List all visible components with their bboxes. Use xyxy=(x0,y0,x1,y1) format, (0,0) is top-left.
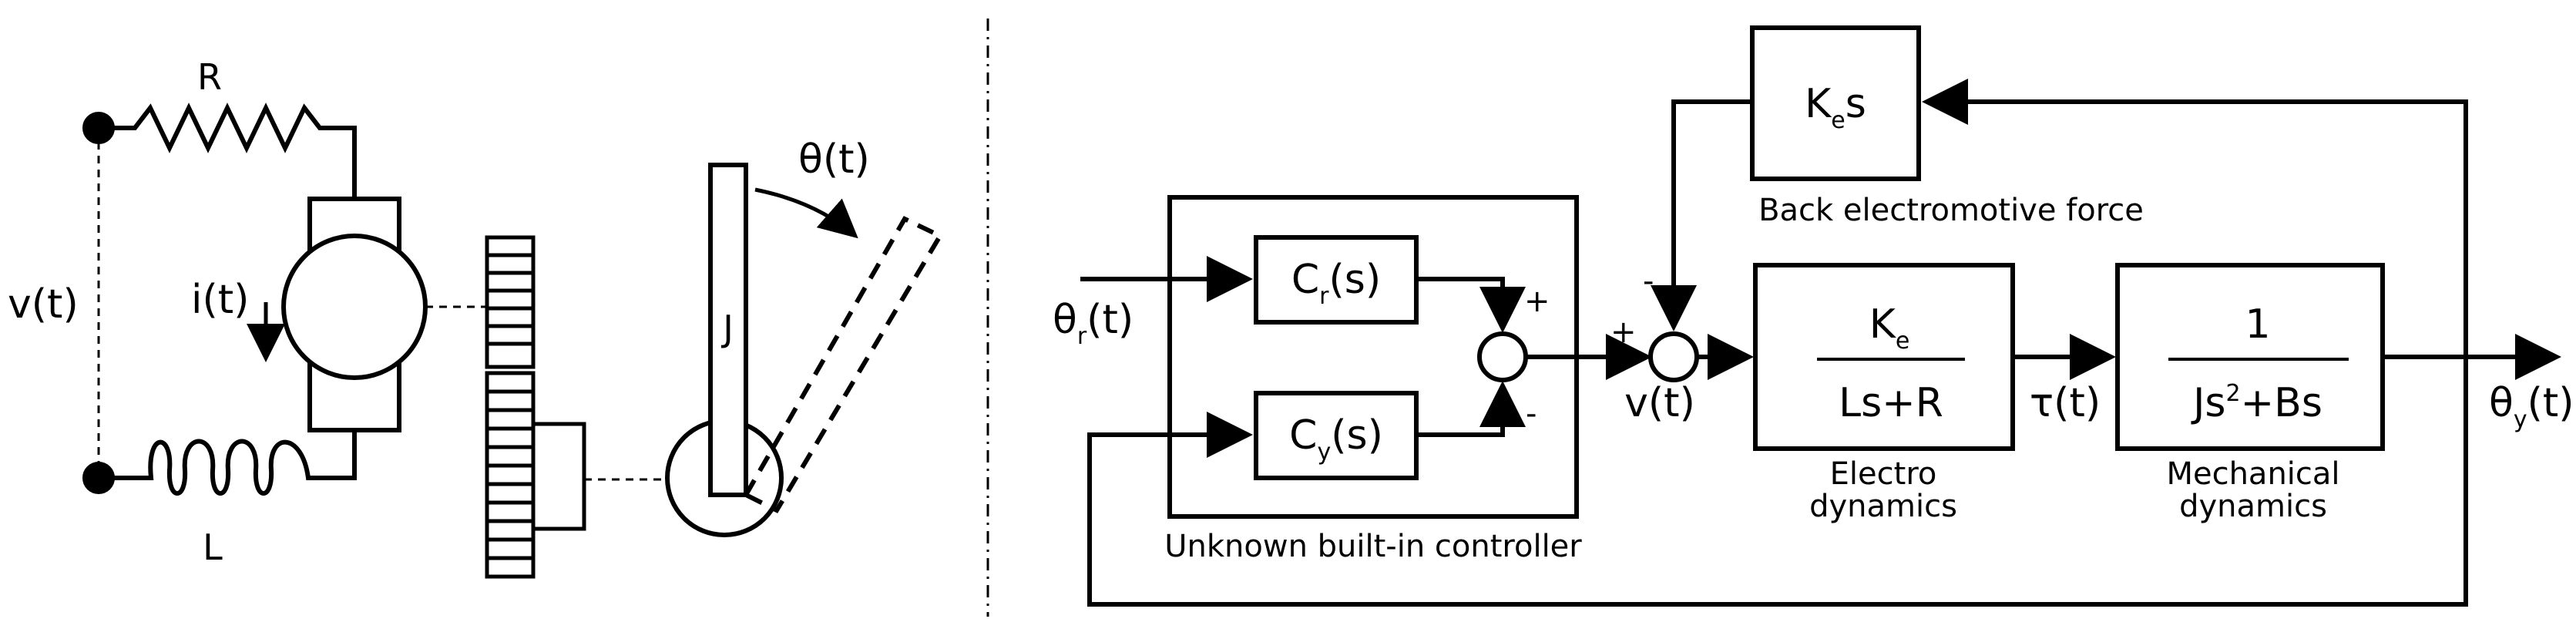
torque-label: τ(t) xyxy=(2030,380,2101,426)
back-emf-block-label: Kes xyxy=(1805,81,1866,134)
inertia-label: J xyxy=(720,308,734,349)
sum2-minus-sign: - xyxy=(1643,264,1654,299)
resistor-label: R xyxy=(197,56,222,98)
sum2-plus-sign: + xyxy=(1610,314,1637,350)
output-signal-label: θy(t) xyxy=(2489,380,2574,433)
back-emf-caption: Back electromotive force xyxy=(1758,193,2144,228)
inductor-symbol xyxy=(99,430,357,496)
inductor-label: L xyxy=(203,526,223,568)
backemf-feedback-arrow xyxy=(1922,79,2468,357)
cy-to-sum1 xyxy=(1416,381,1526,437)
angle-label: θ(t) xyxy=(798,136,870,183)
electro-numerator: Ke xyxy=(1869,301,1910,355)
gear-upper xyxy=(485,235,536,369)
svg-text:θr(t): θr(t) xyxy=(1053,297,1134,350)
block-diagram xyxy=(1080,25,2561,607)
v-signal-label: v(t) xyxy=(1624,380,1695,426)
mech-caption-line2: dynamics xyxy=(2179,489,2327,524)
mech-numerator: 1 xyxy=(2245,301,2270,348)
angle-arrow xyxy=(754,187,858,239)
voltage-label: v(t) xyxy=(8,281,79,328)
gear-lower xyxy=(485,371,586,579)
electro-caption-line1: Electro xyxy=(1830,456,1937,492)
back-emf-block xyxy=(1750,25,1921,181)
cr-to-sum1 xyxy=(1416,277,1526,333)
outer-feedback-arrow xyxy=(1087,357,2468,607)
controller-caption: Unknown built-in controller xyxy=(1164,529,1582,564)
motor-armature xyxy=(281,234,428,380)
electro-caption-line2: dynamics xyxy=(1809,489,1957,524)
sum1-plus-sign: + xyxy=(1524,284,1550,319)
motor-circuit xyxy=(82,103,944,579)
cy-block-label: Cy(s) xyxy=(1289,412,1383,466)
sum-junction-backemf xyxy=(1648,331,1699,382)
input-signal-label: θr(t) xyxy=(1053,297,1134,350)
current-label: i(t) xyxy=(191,277,249,323)
sum-junction-controller xyxy=(1477,331,1528,382)
sum1-minus-sign: - xyxy=(1526,396,1537,432)
load-bar xyxy=(708,163,748,497)
electro-denominator: Ls+R xyxy=(1839,380,1943,426)
mech-caption-line1: Mechanical xyxy=(2166,456,2339,492)
cr-block-label: Cr(s) xyxy=(1291,257,1381,310)
mech-denominator: Js2+Bs xyxy=(2191,380,2322,426)
backemf-to-sum2 xyxy=(1651,99,1752,331)
resistor-symbol xyxy=(99,103,357,199)
